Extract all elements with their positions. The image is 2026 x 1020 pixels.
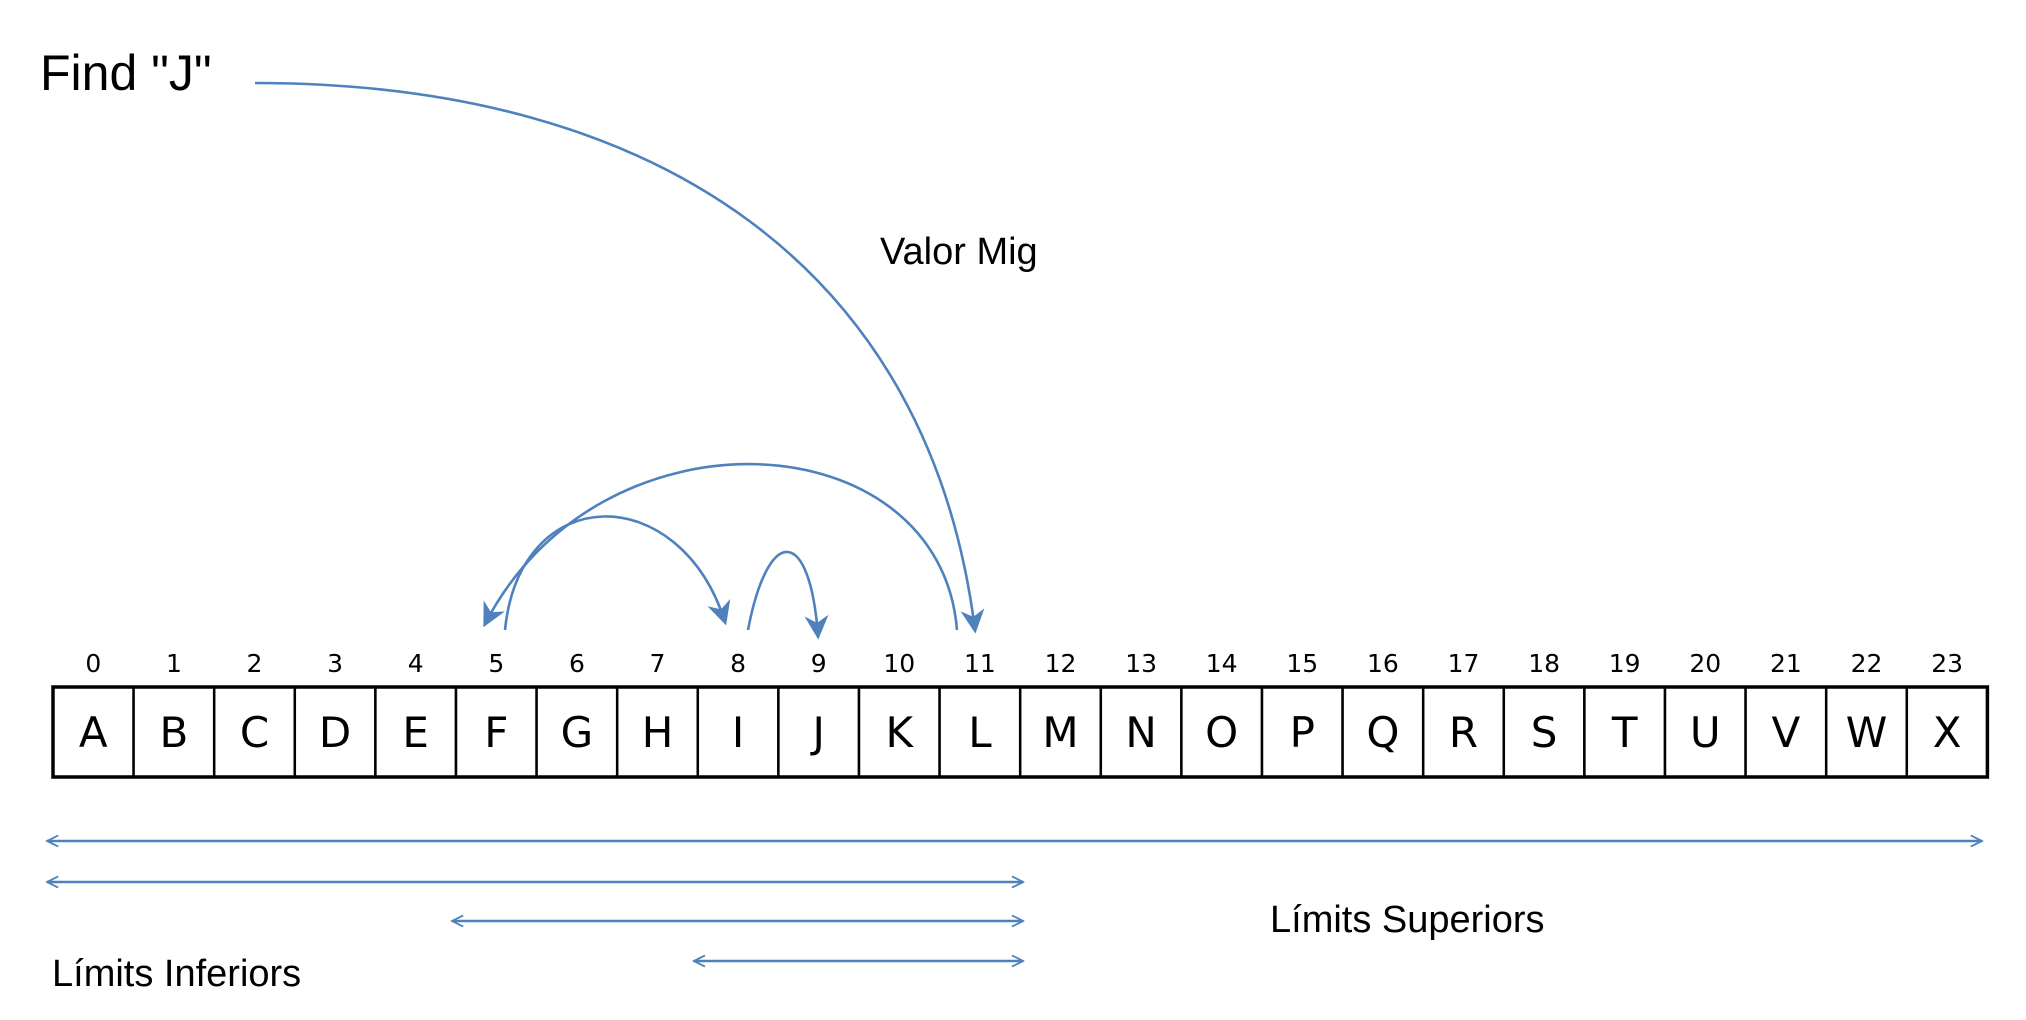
array-cell: G (535, 685, 619, 779)
cell-letter: G (561, 708, 594, 757)
cell-box (1341, 685, 1425, 779)
array-cell: P (1260, 685, 1344, 779)
array-cell: L (938, 685, 1022, 779)
cell-letter: C (240, 708, 269, 757)
array-cell: V (1744, 685, 1828, 779)
cell-letter: X (1933, 708, 1962, 757)
array-cell: J (777, 685, 861, 779)
cell-box (777, 685, 861, 779)
cell-box (132, 685, 216, 779)
cell-letter: T (1611, 708, 1638, 757)
cell-letter: O (1205, 708, 1238, 757)
array-cell: Q (1341, 685, 1425, 779)
index-label: 20 (1689, 649, 1721, 678)
cell-box (1824, 685, 1909, 779)
cell-letter: E (402, 708, 429, 757)
jump-arrow-5-to-8 (503, 515, 731, 631)
array-cell: S (1502, 685, 1586, 779)
jump-arrow-start-to-11 (254, 81, 985, 634)
array-cell: E (374, 685, 458, 779)
cell-box (1421, 685, 1506, 779)
index-label: 1 (166, 649, 182, 678)
index-label: 9 (811, 649, 827, 678)
cell-letter: J (810, 708, 825, 757)
cell-letter: S (1531, 708, 1558, 757)
index-label: 3 (327, 649, 343, 678)
bound-range-arrows (47, 841, 1982, 961)
page-title: Find "J" (40, 45, 212, 101)
index-label: 6 (569, 649, 585, 678)
cell-letter: N (1125, 708, 1156, 757)
array-cell: B (132, 685, 216, 779)
array-cell: M (1018, 685, 1103, 779)
cell-letter: L (968, 708, 992, 757)
array-cell: H (615, 685, 700, 779)
cell-box (1502, 685, 1586, 779)
index-label: 8 (730, 649, 746, 678)
cell-box (1260, 685, 1344, 779)
array-cell: R (1421, 685, 1506, 779)
index-label: 17 (1448, 649, 1480, 678)
index-label: 7 (650, 649, 666, 678)
array-cell: T (1583, 685, 1667, 779)
cell-letter: W (1846, 708, 1888, 757)
cell-letter: F (484, 708, 508, 757)
index-label: 2 (247, 649, 263, 678)
index-label: 21 (1770, 649, 1802, 678)
upper-bounds-label: Límits Superiors (1270, 899, 1545, 941)
cell-box (615, 685, 700, 779)
cell-letter: U (1690, 708, 1721, 757)
array-outline (51, 685, 1990, 779)
index-label: 14 (1206, 649, 1238, 678)
cell-letter: P (1290, 708, 1315, 757)
cell-box (454, 685, 538, 779)
index-label: 4 (408, 649, 424, 678)
array-cell: I (696, 685, 780, 779)
cell-letter: M (1042, 708, 1078, 757)
cell-letter: K (886, 708, 915, 757)
array-cell: C (212, 685, 297, 779)
index-label: 23 (1931, 649, 1963, 678)
index-label: 16 (1367, 649, 1399, 678)
index-label: 10 (883, 649, 915, 678)
cell-letter: I (732, 708, 744, 757)
jump-arrow-8-to-9 (746, 550, 829, 640)
array-cell: F (454, 685, 538, 779)
array-cell: U (1663, 685, 1747, 779)
cell-box (1583, 685, 1667, 779)
index-label: 12 (1045, 649, 1077, 678)
search-jump-arrows (254, 81, 985, 640)
array-cell: N (1099, 685, 1183, 779)
array-cell: X (1905, 685, 1989, 779)
array-cell: W (1824, 685, 1909, 779)
index-label: 13 (1125, 649, 1157, 678)
cell-letter: B (159, 708, 188, 757)
cell-letter: H (642, 708, 674, 757)
array-cell: K (857, 685, 941, 779)
index-label: 15 (1286, 649, 1318, 678)
index-label: 11 (964, 649, 996, 678)
mid-value-label: Valor Mig (880, 231, 1038, 273)
index-label: 19 (1609, 649, 1641, 678)
cell-letter: A (79, 708, 108, 757)
cell-letter: D (319, 708, 351, 757)
lower-bounds-label: Límits Inferiors (52, 953, 301, 995)
cell-box (938, 685, 1022, 779)
array-cell: A (51, 685, 135, 779)
index-label: 22 (1851, 649, 1883, 678)
array-cell: D (293, 685, 377, 779)
index-label: 0 (85, 649, 101, 678)
index-label: 5 (488, 649, 504, 678)
array-cell: O (1180, 685, 1264, 779)
cell-letter: V (1772, 708, 1801, 757)
jump-arrow-11-to-5 (483, 462, 959, 631)
cell-letter: R (1449, 708, 1478, 757)
cell-letter: Q (1366, 708, 1399, 757)
index-label: 18 (1528, 649, 1560, 678)
